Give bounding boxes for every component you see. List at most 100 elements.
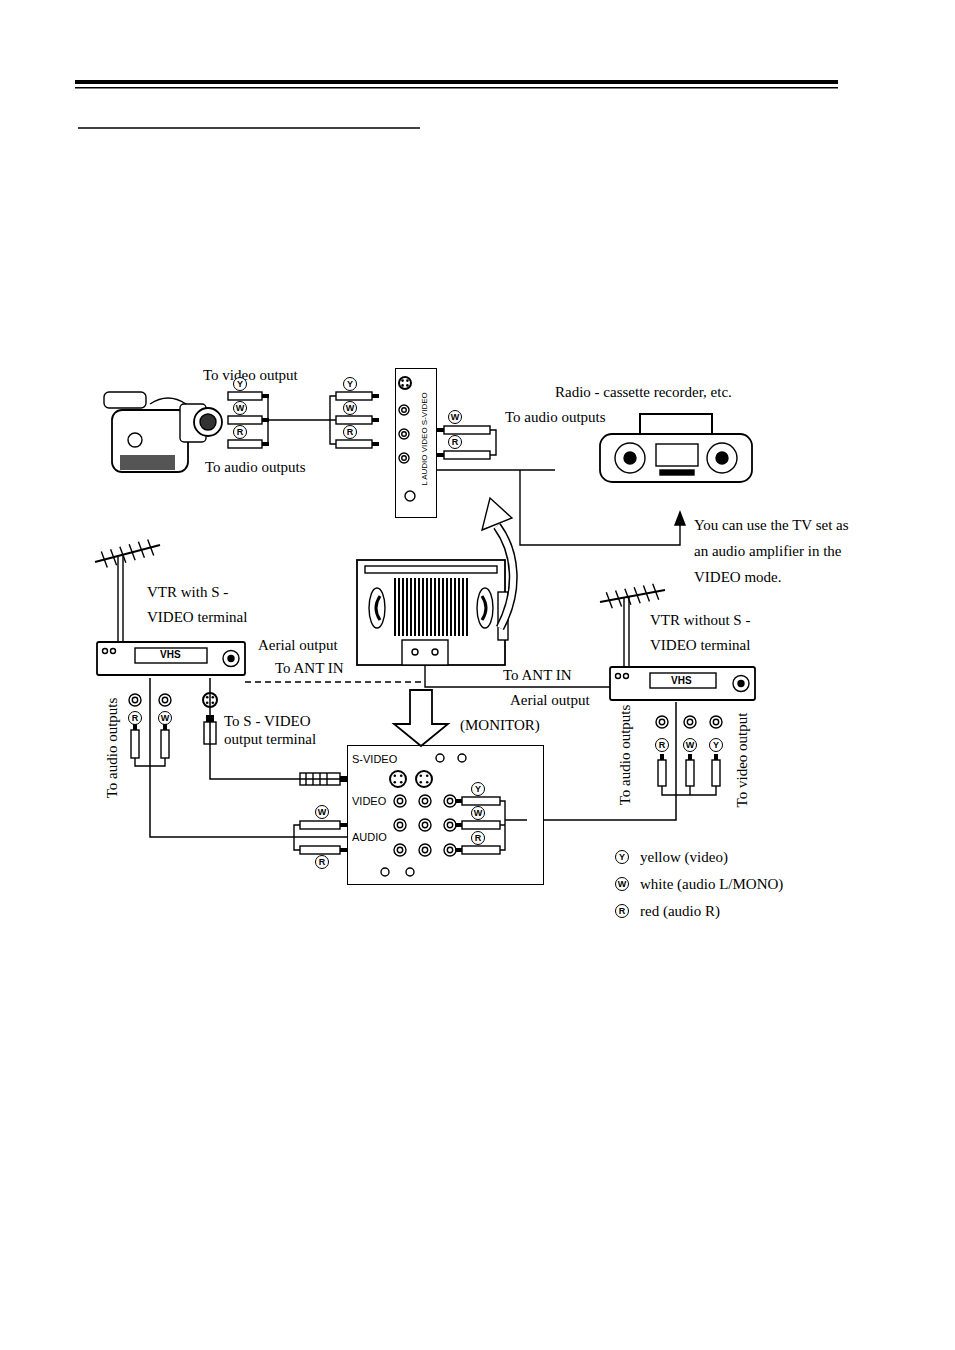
vent-slot bbox=[422, 578, 424, 636]
panel-outline bbox=[347, 745, 544, 885]
rca-plug bbox=[300, 846, 340, 854]
cable-connector bbox=[210, 678, 347, 779]
callout-label: S-VIDEO bbox=[352, 753, 397, 766]
speaker-core bbox=[624, 452, 636, 464]
callout-label: VIDEO bbox=[352, 795, 386, 808]
plug-tip bbox=[340, 848, 347, 852]
antenna-element bbox=[148, 539, 154, 555]
jack-core bbox=[397, 847, 402, 852]
vent-slot bbox=[434, 578, 436, 636]
rca-plug bbox=[462, 846, 500, 854]
vtr-with-s-video bbox=[97, 642, 245, 675]
jack-core bbox=[447, 822, 452, 827]
jack bbox=[444, 819, 456, 831]
callout-label: To video output bbox=[733, 713, 751, 808]
color-code-letter: W bbox=[343, 401, 357, 415]
antenna-element bbox=[643, 585, 649, 601]
color-code-letter: W bbox=[471, 806, 485, 820]
radio-cassette bbox=[600, 414, 752, 482]
callout-label: AUDIO bbox=[352, 831, 387, 844]
vent-slot bbox=[454, 578, 456, 636]
screw bbox=[436, 754, 444, 762]
callout-label: You can use the TV set as an audio ampli… bbox=[694, 512, 852, 590]
vtr-left-outputs bbox=[129, 693, 217, 766]
speaker-mark bbox=[376, 596, 380, 620]
pin bbox=[206, 696, 209, 699]
rca-plug bbox=[462, 821, 500, 829]
screw bbox=[406, 868, 414, 876]
vent-slot bbox=[462, 578, 464, 636]
screw bbox=[381, 868, 389, 876]
vent-slot bbox=[394, 578, 396, 636]
color-code-letter: R bbox=[655, 738, 669, 752]
color-code-letter: Y bbox=[615, 850, 629, 864]
vent-slot bbox=[466, 578, 468, 636]
radio-body bbox=[600, 434, 752, 482]
rca-plug bbox=[228, 440, 262, 448]
plug-tip bbox=[455, 823, 462, 827]
jack-core bbox=[659, 719, 664, 724]
tv-rear bbox=[357, 560, 508, 665]
front-panel: L AUDIO VIDEO S-VIDEO bbox=[395, 368, 437, 518]
device-label: Radio - cassette recorder, etc. bbox=[555, 383, 732, 401]
rca-plug bbox=[300, 821, 340, 829]
camcorder bbox=[104, 392, 222, 472]
pin bbox=[426, 781, 429, 784]
jack-core bbox=[447, 798, 452, 803]
callout-label: To ANT IN bbox=[275, 659, 344, 677]
pin bbox=[401, 379, 404, 382]
rule bbox=[75, 80, 838, 84]
av-cable bbox=[228, 392, 379, 448]
antenna-left bbox=[95, 539, 160, 642]
legend-entry: red (audio R) bbox=[640, 902, 720, 920]
header-rule bbox=[75, 80, 838, 128]
jack bbox=[419, 795, 431, 807]
knob-core bbox=[738, 681, 744, 687]
plug-tip bbox=[714, 754, 718, 760]
knob bbox=[733, 676, 749, 692]
tv-rim bbox=[365, 566, 497, 573]
jack bbox=[399, 405, 409, 415]
vtr-without-s-video bbox=[610, 667, 755, 700]
callout-arrow bbox=[520, 470, 685, 545]
rca-plug bbox=[336, 440, 372, 448]
jack-core bbox=[713, 719, 718, 724]
jack bbox=[129, 694, 141, 706]
callout-label: To S - VIDEO output terminal bbox=[224, 712, 342, 748]
vtr-unit: VTR without S - VIDEO terminal bbox=[605, 606, 779, 702]
cable-connector bbox=[437, 469, 555, 471]
jack bbox=[684, 716, 696, 728]
rca-plug bbox=[444, 451, 490, 459]
cassette-door bbox=[656, 444, 698, 466]
aerial-cable bbox=[245, 681, 425, 682]
pin bbox=[426, 775, 429, 778]
arrow-body bbox=[497, 526, 513, 628]
rca-plug bbox=[336, 392, 372, 400]
pin bbox=[212, 696, 215, 699]
down-arrow bbox=[394, 690, 448, 746]
jack-core bbox=[402, 456, 407, 461]
cable bbox=[490, 430, 496, 455]
jack bbox=[656, 716, 668, 728]
screw bbox=[458, 754, 466, 762]
vtr-deck bbox=[97, 642, 245, 675]
antenna-lead bbox=[118, 556, 123, 642]
leader-line bbox=[520, 470, 680, 545]
plug-tip bbox=[660, 754, 664, 760]
jack bbox=[399, 429, 409, 439]
plug-tip bbox=[372, 418, 379, 422]
arrowhead bbox=[482, 498, 512, 530]
antenna-element bbox=[653, 584, 659, 600]
button bbox=[405, 491, 415, 501]
s-video-jack bbox=[399, 377, 411, 389]
legend-entry: white (audio L/MONO) bbox=[640, 875, 783, 893]
jack-core bbox=[402, 432, 407, 437]
vent-slot bbox=[414, 578, 416, 636]
antenna-element bbox=[129, 544, 135, 560]
jack-core bbox=[422, 798, 427, 803]
legend-text: yellow (video) bbox=[640, 849, 728, 865]
